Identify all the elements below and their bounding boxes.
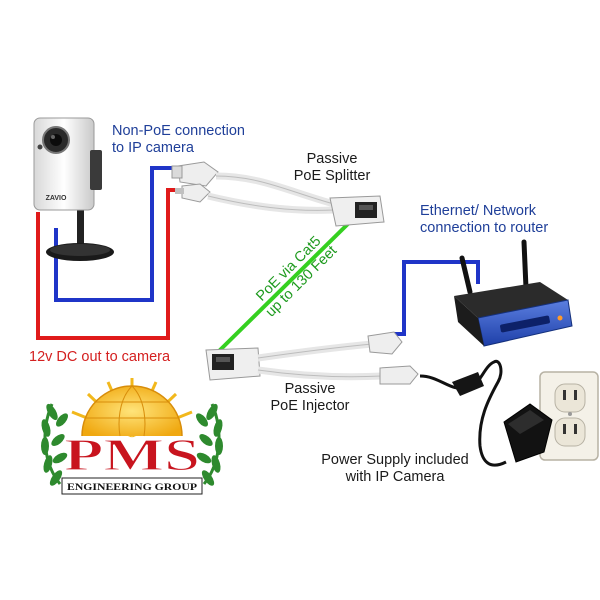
router [454,239,573,347]
green-poe-cable [216,212,360,354]
laurel-left-icon [41,403,68,486]
laurel-right-icon [196,403,223,486]
camera-brand: ZAVIO [46,195,67,202]
poe-splitter [171,161,385,227]
blue-ethernet-wire-router [392,260,480,336]
red-dc-wire [36,188,180,340]
wall-outlet [539,371,599,461]
injector-label: Passive PoE Injector [270,381,350,414]
dc-out-label: 12v DC out to camera [29,349,171,365]
pms-logo: PMS ENGINEERING GROUP [41,378,223,495]
splitter-label: Passive PoE Splitter [293,151,371,184]
logo-letters: PMS [64,429,200,480]
poe-injector [205,331,419,385]
logo-subtitle: ENGINEERING GROUP [67,483,197,493]
non-poe-label: Non-PoE connection to IP camera [112,123,245,156]
power-adapter [419,359,553,467]
ip-camera: ZAVIO [33,117,114,261]
blue-ethernet-wire-camera [54,166,178,302]
power-supply-label: Power Supply included with IP Camera [321,452,469,485]
ethernet-label: Ethernet/ Network connection to router [420,203,549,236]
